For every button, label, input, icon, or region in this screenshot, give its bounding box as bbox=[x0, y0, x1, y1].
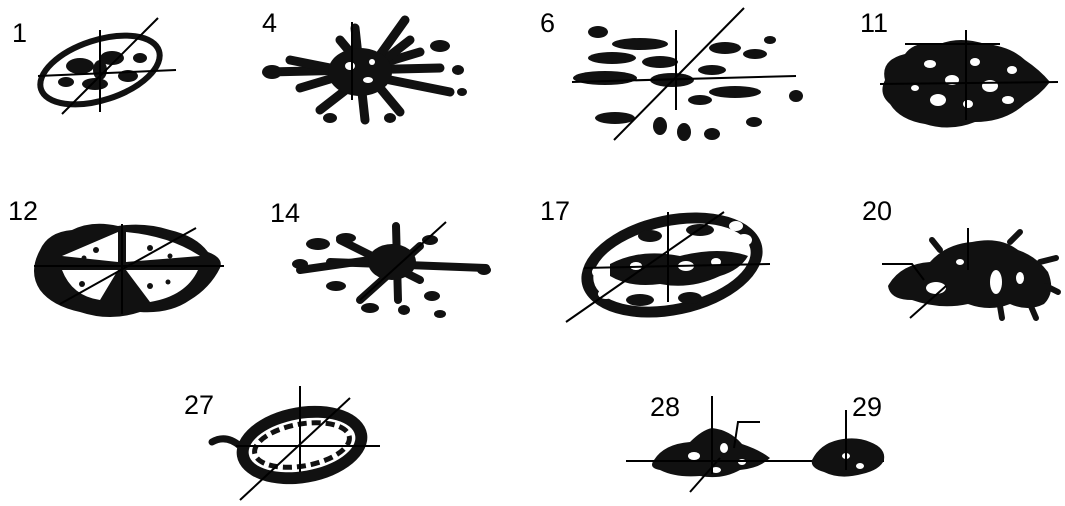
figure-label-1: 1 bbox=[12, 18, 27, 48]
figure-17-shape bbox=[566, 197, 772, 333]
figure-14: 14 bbox=[270, 198, 491, 318]
figure-label-14: 14 bbox=[270, 198, 300, 228]
figure-label-28: 28 bbox=[650, 392, 680, 422]
figure-27-shape bbox=[212, 386, 380, 500]
figure-label-17: 17 bbox=[540, 196, 570, 226]
figure-28-29: 28 29 bbox=[626, 392, 884, 492]
figure-label-11: 11 bbox=[860, 8, 888, 38]
figure-1: 1 bbox=[12, 18, 176, 118]
figure-1-shape bbox=[32, 18, 176, 118]
figure-20-shape bbox=[882, 228, 1058, 318]
figure-20: 20 bbox=[862, 196, 1058, 318]
figure-label-12: 12 bbox=[8, 196, 38, 226]
figure-12: 12 bbox=[8, 196, 224, 317]
figure-12-shape bbox=[34, 224, 224, 317]
figure-label-4: 4 bbox=[262, 8, 277, 38]
figure-17: 17 bbox=[540, 196, 772, 333]
figure-27: 27 bbox=[184, 386, 380, 500]
figure-6-shape bbox=[572, 8, 803, 141]
figure-6: 6 bbox=[540, 8, 803, 141]
figure-4-shape bbox=[262, 20, 467, 123]
figure-label-6: 6 bbox=[540, 8, 555, 38]
figure-label-20: 20 bbox=[862, 196, 892, 226]
figure-label-27: 27 bbox=[184, 390, 214, 420]
figure-4: 4 bbox=[262, 8, 467, 123]
figure-14-shape bbox=[292, 222, 491, 318]
figure-11-shape bbox=[880, 30, 1058, 128]
figure-label-29: 29 bbox=[852, 392, 882, 422]
figure-11: 11 bbox=[860, 8, 1058, 128]
